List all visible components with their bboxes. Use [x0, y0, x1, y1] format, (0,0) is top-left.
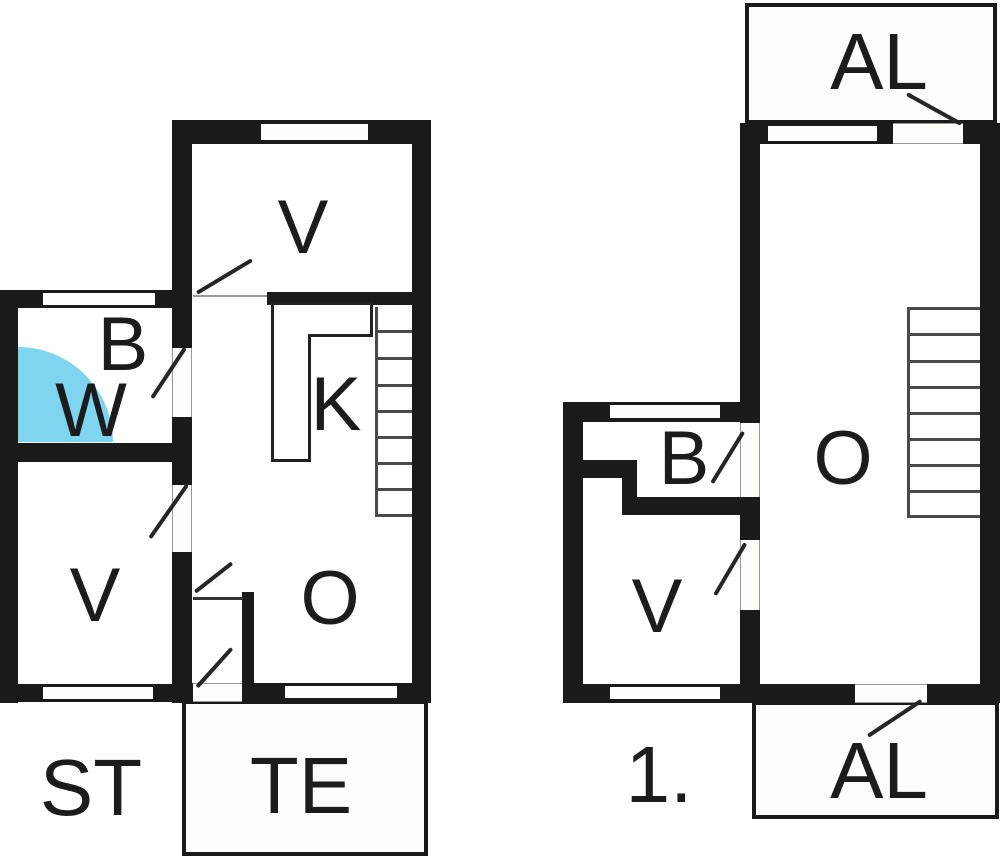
balcony-top-label: AL	[830, 17, 928, 106]
kitchen-counter-line	[308, 334, 373, 337]
room-label-v-annex: V	[69, 553, 121, 638]
wall-first-left-lower	[740, 610, 760, 684]
kitchen-counter-line	[271, 302, 274, 462]
stairs-edge	[375, 514, 412, 517]
wall-first-right	[980, 123, 1000, 703]
room-label-b: B	[97, 302, 149, 387]
stairs-edge	[907, 307, 980, 310]
stair-tread	[375, 384, 412, 387]
room-label-w: W	[55, 368, 127, 453]
room-label-b-first: B	[658, 416, 710, 501]
kitchen-counter-line	[370, 302, 373, 337]
room-label-o-ground: O	[300, 556, 360, 641]
wall-first-left-upper	[740, 123, 760, 423]
window-first-top	[768, 126, 877, 141]
terrace-label: TE	[249, 741, 353, 830]
stair-tread	[907, 438, 980, 441]
wall-hall-stub	[242, 592, 254, 683]
door-swing-line	[195, 258, 253, 295]
wall-annex-divider	[0, 443, 192, 462]
door-opening-v-first	[740, 540, 760, 610]
stair-tread	[907, 386, 980, 389]
stair-tread	[907, 490, 980, 493]
door-threshold-v-top	[193, 295, 267, 297]
stair-tread	[907, 360, 980, 363]
room-label-o-first: O	[813, 416, 873, 501]
stairs-edge	[907, 515, 980, 518]
stair-tread	[907, 412, 980, 415]
window-first-annex-top	[610, 405, 720, 418]
window-annex-bottom	[43, 687, 153, 699]
room-label-v-first: V	[631, 564, 683, 649]
balcony-bottom-outline	[752, 701, 999, 819]
door-opening-balcony-bottom	[855, 684, 927, 703]
stair-tread	[907, 333, 980, 336]
window-first-bottom	[610, 687, 720, 699]
wall-first-bv-divider	[622, 497, 760, 515]
terrace-outline	[182, 700, 428, 856]
window-main-top	[261, 124, 368, 140]
door-opening-terrace	[193, 683, 242, 702]
floor-label-ground: ST	[39, 743, 143, 832]
room-label-k: K	[310, 362, 362, 447]
kitchen-counter-line	[308, 334, 311, 462]
balcony-top-outline	[745, 3, 997, 124]
door-opening-b-first	[740, 423, 760, 498]
stair-tread	[375, 436, 412, 439]
wall-first-annex-left	[563, 402, 583, 703]
wall-main-right	[412, 120, 431, 703]
stair-tread	[375, 330, 412, 333]
wall-v-kitchen	[267, 292, 412, 305]
stair-tread	[375, 462, 412, 465]
balcony-bottom-label: AL	[830, 726, 928, 815]
door-opening-bath	[172, 348, 192, 417]
stair-tread	[375, 410, 412, 413]
door-swing-line	[193, 561, 234, 594]
floor-label-first: 1.	[625, 730, 693, 819]
kitchen-counter-line	[271, 302, 373, 305]
door-leaf-hall	[193, 597, 243, 600]
wall-annex-left	[0, 290, 18, 703]
wall-first-step-vertical	[622, 478, 637, 500]
door-opening-balcony-top	[893, 123, 963, 144]
stair-tread	[907, 464, 980, 467]
wall-first-step-horizontal	[583, 460, 637, 478]
window-annex-top	[43, 293, 155, 305]
stair-tread	[375, 357, 412, 360]
stair-tread	[375, 488, 412, 491]
room-label-v-top: V	[277, 185, 329, 270]
window-main-bottom	[285, 686, 397, 698]
kitchen-counter-line	[271, 459, 311, 462]
